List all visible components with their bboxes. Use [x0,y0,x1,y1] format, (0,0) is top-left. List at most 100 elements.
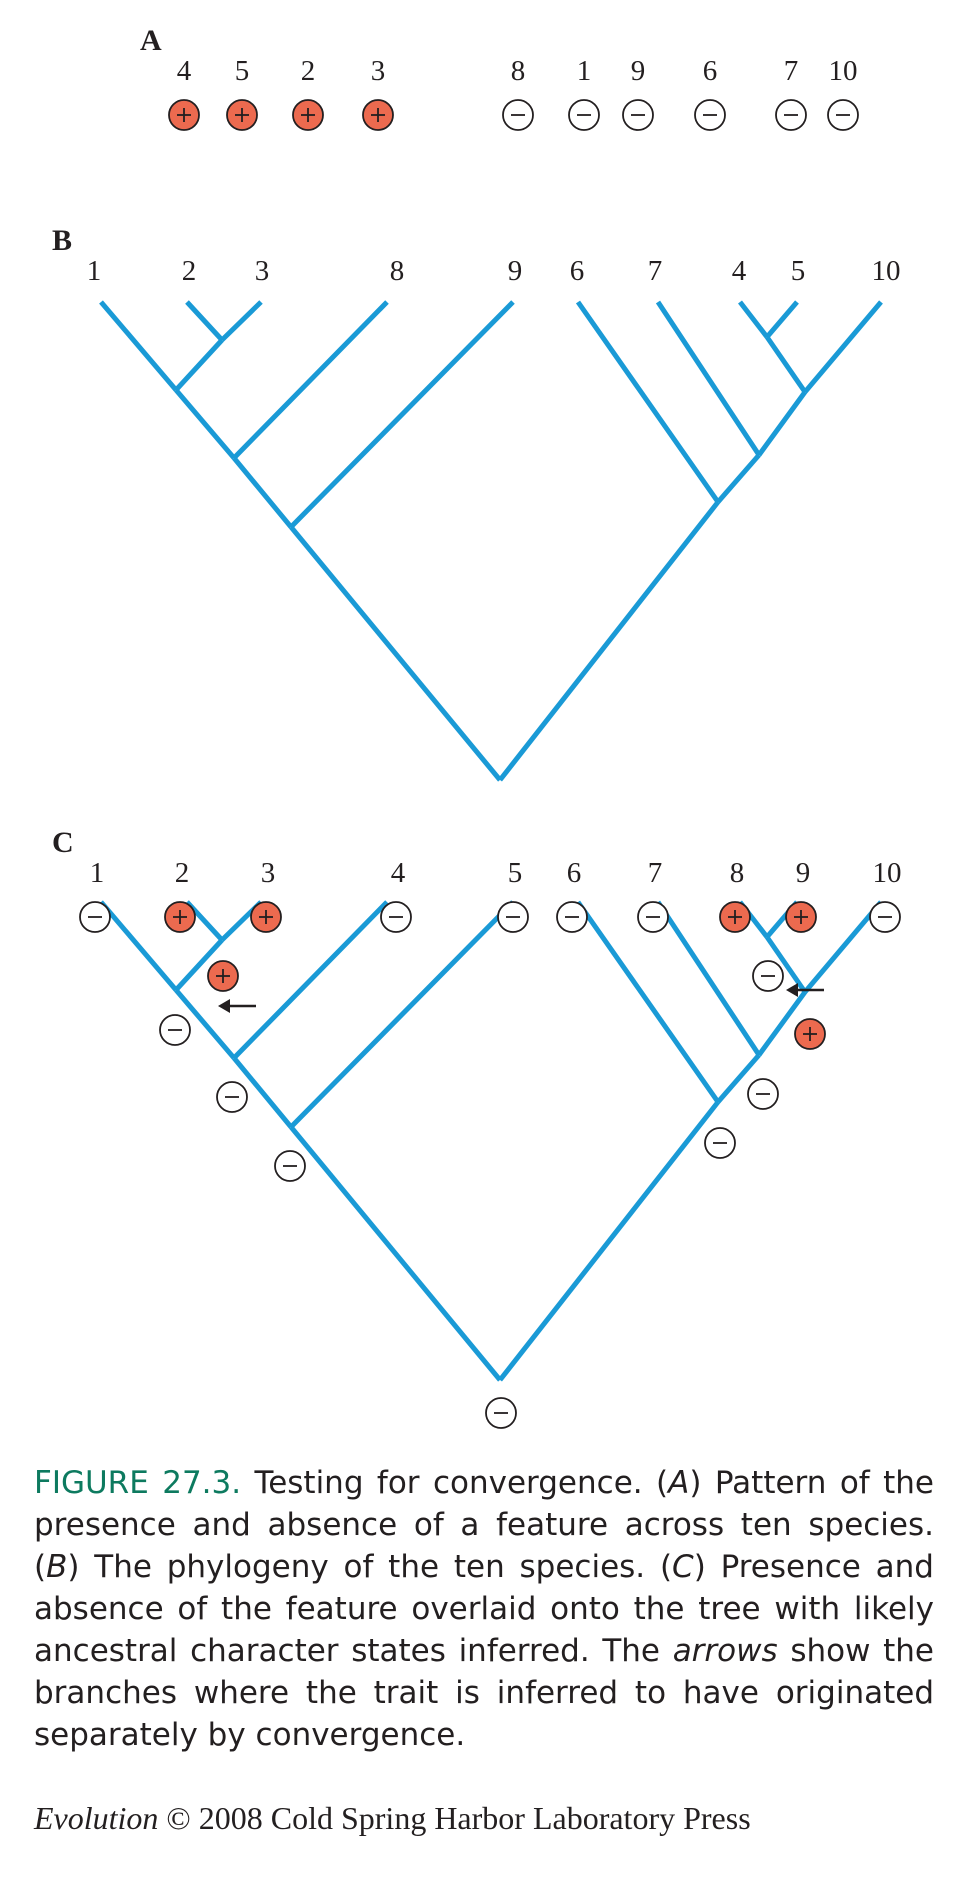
branch-stem-left [289,525,502,782]
caption-panel-b-ref: B [46,1549,68,1585]
absent-tip-marker-10 [869,901,901,933]
branch-stem-right [498,500,720,782]
present-marker-4 [168,99,200,131]
tip-label-8: 8 [390,255,405,287]
present-tip-marker-8 [719,901,751,933]
tip-label-1: 1 [90,857,105,889]
present-tip-marker-2 [164,901,196,933]
branch-tip-7 [655,300,762,457]
arrow-head [218,999,230,1013]
panel-b-letter: B [52,224,72,257]
branch-tip-2 [185,300,224,342]
branch-internal [174,988,236,1060]
absent-tip-marker-4 [380,901,412,933]
ancestral-node-marker [159,1014,191,1046]
caption-arrows-word: arrows [672,1633,778,1669]
species-label-8: 8 [511,55,526,87]
ancestral-node-marker [216,1081,248,1113]
branch-tip-1 [99,300,178,392]
branch-tip-9 [765,300,799,339]
panel-c-letter: C [52,826,74,859]
convergence-arrow-icon [218,999,256,1013]
panel-a-letter: A [140,24,162,57]
tip-label-3: 3 [255,255,270,287]
branch-tip-4 [232,900,389,1060]
credit-text: © 2008 Cold Spring Harbor Laboratory Pre… [158,1800,751,1836]
branch-stem-right [498,1100,720,1382]
species-label-1: 1 [577,55,592,87]
present-tip-marker-9 [785,901,817,933]
species-label-10: 10 [829,55,858,87]
branch-tip-3 [220,300,263,342]
branch-internal [174,388,236,460]
caption-text-5: show the branches where the trait is inf… [34,1633,934,1753]
branch-tip-5 [289,300,515,529]
absent-marker-8 [502,99,534,131]
absent-marker-9 [622,99,654,131]
tip-label-3: 3 [261,857,276,889]
tip-label-9: 9 [508,255,523,287]
species-label-6: 6 [703,55,718,87]
caption-text-1: Testing for convergence. ( [241,1465,669,1501]
tip-label-7: 7 [648,255,663,287]
copyright-credit: Evolution © 2008 Cold Spring Harbor Labo… [34,1800,751,1837]
branch-internal [232,1056,293,1129]
branch-tip-4 [232,300,389,460]
species-label-7: 7 [784,55,799,87]
tip-label-4: 4 [732,255,747,287]
branch-internal [764,935,808,994]
branch-tip-6 [575,900,721,1104]
absent-marker-1 [568,99,600,131]
ancestral-node-marker [207,960,239,992]
branch-internal [232,456,293,529]
absent-marker-6 [694,99,726,131]
branch-tip-7 [655,900,762,1057]
caption-text-4: ) Presence and absence of the feature ov… [34,1549,934,1669]
absent-tip-marker-5 [497,901,529,933]
branch-internal [174,338,224,392]
branch-internal [716,453,761,504]
tip-label-2: 2 [182,255,197,287]
branch-internal [764,335,808,394]
species-label-9: 9 [631,55,646,87]
tip-label-4: 4 [391,857,406,889]
tip-label-7: 7 [648,857,663,889]
species-label-3: 3 [371,55,386,87]
arrow-head [786,983,798,997]
ancestral-node-marker [794,1018,826,1050]
present-marker-3 [362,99,394,131]
tip-label-1: 1 [87,255,102,287]
tip-label-5: 5 [508,857,523,889]
ancestral-node-marker [274,1150,306,1182]
present-marker-5 [226,99,258,131]
branch-stem-left [289,1125,502,1382]
branch-tip-10 [803,300,883,394]
tip-label-10: 10 [873,857,902,889]
tip-label-8: 8 [730,857,745,889]
ancestral-node-marker [485,1397,517,1429]
absent-tip-marker-6 [556,901,588,933]
convergence-figure: A 4 5 2 3 8 1 9 6 7 10 B 1 2 3 8 9 6 7 4 5 10 C 1 2 3 4 5 6 7 8 9 1… [52,24,902,1429]
species-label-2: 2 [301,55,316,87]
tip-label-6: 6 [570,255,585,287]
absent-marker-10 [827,99,859,131]
species-label-4: 4 [177,55,192,87]
tip-label-10: 10 [872,255,901,287]
ancestral-node-marker [704,1127,736,1159]
tip-label-9: 9 [796,857,811,889]
convergence-arrow-icon [786,983,824,997]
figure-label: FIGURE 27.3. [34,1465,242,1501]
panel-a: A 4 5 2 3 8 1 9 6 7 10 [140,24,859,131]
branch-tip-1 [99,900,178,992]
present-tip-marker-3 [250,901,282,933]
branch-tip-10 [803,900,883,994]
branch-internal [174,938,224,992]
figure-caption: FIGURE 27.3. Testing for convergence. (A… [34,1462,934,1756]
branch-tip-8 [738,300,769,339]
caption-text-2: ) Pattern of the presence and absence of… [34,1465,934,1585]
species-label-5: 5 [235,55,250,87]
branch-internal [756,390,808,457]
branch-tip-6 [575,300,721,504]
